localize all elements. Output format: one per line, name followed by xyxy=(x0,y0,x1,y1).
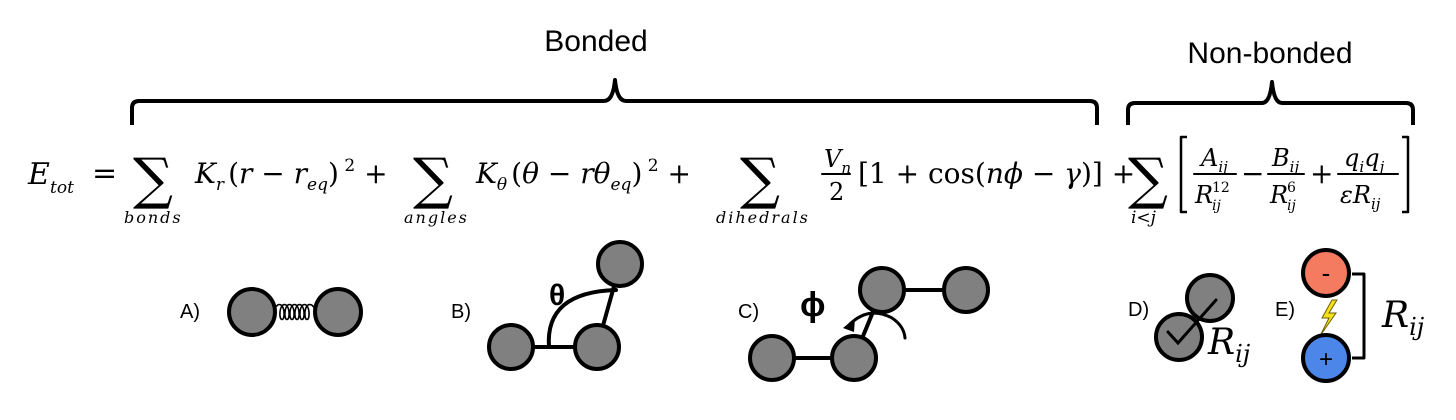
equals-sign: = xyxy=(92,156,117,191)
minus-operator: − xyxy=(1241,157,1264,190)
atom xyxy=(830,334,878,382)
minus-sign: - xyxy=(1322,258,1331,288)
panel-d-van-der-waals: D) Rij xyxy=(1128,273,1251,368)
r-ij-label: Rij xyxy=(1207,322,1251,368)
dihedrals-sum-subscript: dihedrals xyxy=(716,208,810,227)
panel-c-dihedral-torsion: C) ϕ xyxy=(738,266,990,382)
panel-c-label: C) xyxy=(738,301,759,323)
atom xyxy=(1185,273,1235,323)
lj-a-exponent: 12 xyxy=(1212,180,1230,196)
lj-b-denominator: R xyxy=(1269,181,1288,209)
panel-b-label: B) xyxy=(451,301,471,323)
bonded-brace xyxy=(130,78,1099,125)
right-bracket xyxy=(1402,135,1410,214)
angle-arc xyxy=(546,288,618,349)
non-bonded-brace xyxy=(1126,80,1415,125)
atom xyxy=(942,266,990,314)
lj-a-numerator: Aij xyxy=(1199,144,1228,176)
r-ij-label: Rij xyxy=(1381,295,1425,341)
plus-operator: + xyxy=(1310,157,1333,190)
atom xyxy=(748,334,796,382)
lj-b-numerator: Bij xyxy=(1271,144,1299,176)
nonbonded-sum-subscript: i<j xyxy=(1131,208,1157,228)
angles-sum-subscript: angles xyxy=(404,208,469,227)
theta-symbol: θ xyxy=(549,279,565,312)
phi-symbol: ϕ xyxy=(800,286,825,324)
atom xyxy=(227,287,277,337)
panel-b-angle-bend: B) θ xyxy=(451,240,644,371)
dihedral-term: [1 + cos(nϕ − γ)] + xyxy=(858,157,1135,190)
positive-charge-atom xyxy=(1301,333,1351,383)
lj-a-denominator: R xyxy=(1194,181,1213,209)
torsion-arrow-arc xyxy=(846,311,907,340)
energy-symbol: E xyxy=(27,157,50,192)
negative-charge-atom xyxy=(1301,248,1351,298)
r-ij-symbol: R xyxy=(1381,295,1409,336)
atom xyxy=(858,266,906,314)
distance-bracket xyxy=(1352,272,1366,360)
atom xyxy=(313,287,363,337)
bonds-sum-subscript: bonds xyxy=(124,208,183,227)
lj-b-subscript: ij xyxy=(1287,198,1296,214)
nonbonded-sum-sign: ∑ xyxy=(1128,147,1168,212)
lightning-icon xyxy=(1319,299,1338,337)
dihedrals-sum-sign: ∑ xyxy=(740,147,780,212)
panel-a-bond-stretch: A) xyxy=(180,287,363,337)
coulomb-denominator: εRij xyxy=(1340,181,1381,213)
coulomb-numerator: qiqj xyxy=(1344,144,1385,176)
bonds-sum-sign: ∑ xyxy=(133,147,173,212)
r-ij-subscript: ij xyxy=(1409,313,1425,341)
lj-a-subscript: ij xyxy=(1212,198,1221,214)
non-bonded-header: Non-bonded xyxy=(1187,37,1352,70)
energy-subscript: tot xyxy=(50,178,74,198)
atom xyxy=(596,240,644,288)
plus-sign: + xyxy=(1319,346,1333,373)
panel-e-electrostatics: E) - + Rij xyxy=(1275,248,1425,383)
r-ij-subscript: ij xyxy=(1235,340,1251,368)
r-ij-symbol: R xyxy=(1207,322,1235,363)
dihedral-denominator: 2 xyxy=(829,178,844,206)
left-bracket xyxy=(1179,135,1187,214)
energy-equation: E tot = ∑ bonds Kr(r − req) 2 + ∑ angles… xyxy=(27,135,1410,228)
bond-term: Kr(r − req) 2 + xyxy=(194,156,388,195)
panel-a-label: A) xyxy=(180,301,200,323)
panel-d-label: D) xyxy=(1128,299,1149,321)
distance-line xyxy=(1166,298,1218,346)
lj-b-exponent: 6 xyxy=(1287,180,1296,196)
angle-term: Kθ(θ − rθeq) 2 + xyxy=(475,156,691,195)
angles-sum-sign: ∑ xyxy=(413,147,453,212)
panel-e-label: E) xyxy=(1275,299,1295,321)
dihedral-numerator: Vn xyxy=(824,145,851,177)
atom xyxy=(1154,312,1204,362)
atom xyxy=(487,323,535,371)
torsion-arrowhead xyxy=(843,318,855,332)
atom xyxy=(573,323,621,371)
bond-spring xyxy=(273,303,317,321)
bonded-header: Bonded xyxy=(544,25,647,58)
